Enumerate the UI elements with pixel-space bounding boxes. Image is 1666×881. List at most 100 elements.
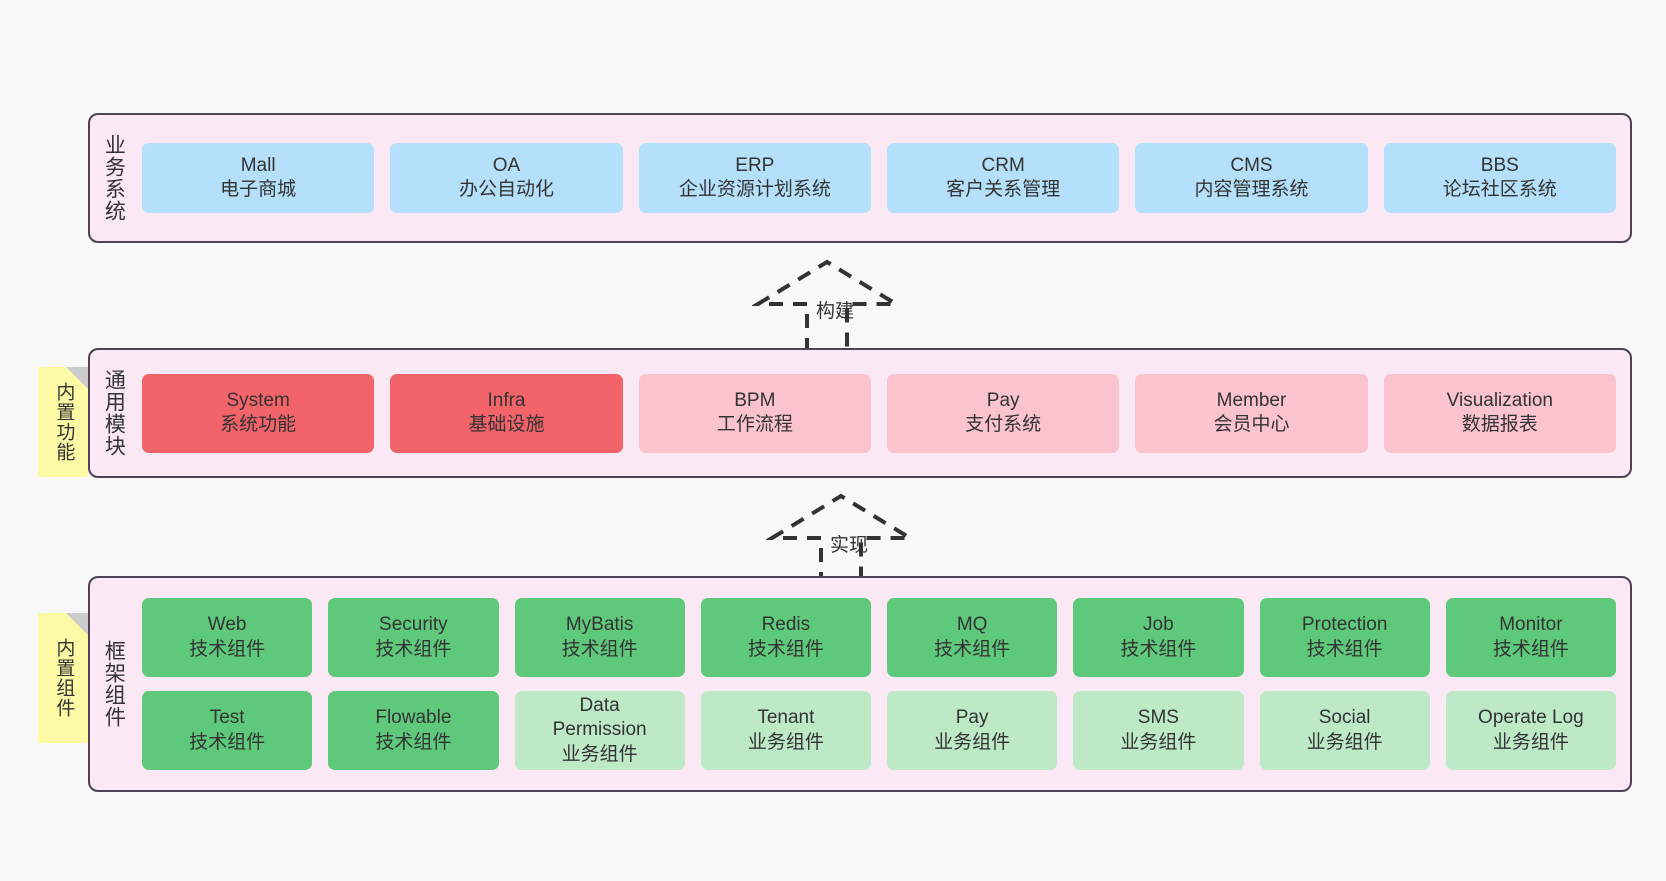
card-title: Security: [379, 614, 448, 636]
card-subtitle: 电子商城: [220, 179, 297, 200]
card-cms[interactable]: CMS 内容管理系统: [1135, 143, 1368, 213]
card-flowable[interactable]: Flowable 技术组件: [328, 691, 499, 770]
card-subtitle: 基础设施: [468, 414, 545, 435]
card-mq[interactable]: MQ 技术组件: [887, 598, 1058, 677]
card-title: Member: [1216, 389, 1287, 411]
layer-body-business-systems: Mall 电子商城 OA 办公自动化 ERP 企业资源计划系统 CRM 客户关系…: [136, 115, 1630, 241]
card-subtitle: 系统功能: [220, 414, 297, 435]
card-subtitle: 业务组件: [1120, 731, 1197, 753]
layer-framework-components: 框架组件 Web 技术组件 Security 技术组件 MyBatis 技术组件…: [88, 576, 1632, 792]
card-visualization[interactable]: Visualization 数据报表: [1383, 373, 1616, 453]
card-title: Test: [209, 707, 245, 729]
card-web[interactable]: Web 技术组件: [142, 598, 313, 677]
card-title: MQ: [956, 614, 988, 636]
layer-title-framework-components: 框架组件: [102, 640, 126, 728]
card-title: OA: [492, 154, 521, 176]
card-title: Flowable: [375, 707, 452, 729]
sticky-note-builtin-component: 内置组件: [38, 613, 88, 743]
arrow-implement-label: 实现: [830, 535, 869, 556]
card-pay-module[interactable]: Pay 支付系统: [886, 373, 1120, 453]
card-oa[interactable]: OA 办公自动化: [390, 143, 623, 213]
card-title: Data: [579, 695, 620, 717]
card-title-line2: Permission: [552, 719, 647, 741]
card-subtitle: 内容管理系统: [1194, 179, 1309, 200]
card-row: System 系统功能 Infra 基础设施 BPM 工作流程 Pay 支付系统…: [142, 373, 1616, 453]
card-system[interactable]: System 系统功能: [142, 373, 375, 453]
card-title: Infra: [487, 389, 526, 411]
card-operate-log[interactable]: Operate Log 业务组件: [1445, 691, 1616, 770]
sticky-note-label: 内置功能: [53, 382, 75, 462]
card-infra[interactable]: Infra 基础设施: [390, 373, 623, 453]
card-subtitle: 企业资源计划系统: [678, 179, 831, 200]
card-title: BPM: [734, 389, 776, 411]
card-subtitle: 技术组件: [934, 638, 1011, 660]
card-subtitle: 技术组件: [747, 638, 824, 660]
card-subtitle: 工作流程: [716, 414, 793, 435]
card-title: Social: [1318, 707, 1371, 729]
card-subtitle: 办公自动化: [458, 179, 554, 200]
card-bbs[interactable]: BBS 论坛社区系统: [1383, 143, 1616, 213]
card-crm[interactable]: CRM 客户关系管理: [886, 143, 1120, 213]
card-row: Web 技术组件 Security 技术组件 MyBatis 技术组件 Redi…: [142, 598, 1616, 677]
card-protection[interactable]: Protection 技术组件: [1259, 598, 1430, 677]
card-subtitle: 支付系统: [965, 414, 1042, 435]
card-monitor[interactable]: Monitor 技术组件: [1445, 598, 1616, 677]
card-subtitle: 业务组件: [1306, 731, 1383, 753]
card-title: SMS: [1137, 707, 1179, 729]
card-title: CRM: [981, 154, 1025, 176]
card-bpm[interactable]: BPM 工作流程: [638, 373, 871, 453]
card-title: Operate Log: [1478, 707, 1584, 729]
card-job[interactable]: Job 技术组件: [1073, 598, 1244, 677]
card-title: Protection: [1301, 614, 1388, 636]
card-subtitle: 业务组件: [934, 731, 1011, 753]
card-title: Tenant: [757, 707, 815, 729]
card-pay-component[interactable]: Pay 业务组件: [887, 691, 1058, 770]
card-title: System: [226, 389, 290, 411]
card-title: Job: [1143, 614, 1174, 636]
up-arrow-dashed-icon: [752, 259, 902, 354]
card-subtitle: 业务组件: [747, 731, 824, 753]
card-subtitle: 业务组件: [561, 743, 638, 765]
card-row: Test 技术组件 Flowable 技术组件 Data Permission …: [142, 691, 1616, 770]
card-subtitle: 技术组件: [189, 731, 266, 753]
card-subtitle: 业务组件: [1492, 731, 1569, 753]
card-subtitle: 客户关系管理: [946, 179, 1061, 200]
card-member[interactable]: Member 会员中心: [1135, 373, 1368, 453]
card-data-permission[interactable]: Data Permission 业务组件: [514, 691, 685, 770]
card-subtitle: 技术组件: [1306, 638, 1383, 660]
card-title: Monitor: [1499, 614, 1563, 636]
card-test[interactable]: Test 技术组件: [142, 691, 313, 770]
arrow-implement: 实现: [766, 492, 916, 588]
card-mall[interactable]: Mall 电子商城: [142, 143, 375, 213]
card-erp[interactable]: ERP 企业资源计划系统: [638, 143, 871, 213]
card-subtitle: 技术组件: [375, 731, 452, 753]
arrow-build: 构建: [752, 258, 902, 354]
card-title: MyBatis: [565, 614, 634, 636]
layer-body-framework-components: Web 技术组件 Security 技术组件 MyBatis 技术组件 Redi…: [136, 578, 1630, 790]
card-title: Web: [207, 614, 247, 636]
card-tenant[interactable]: Tenant 业务组件: [700, 691, 871, 770]
layer-business-systems: 业务系统 Mall 电子商城 OA 办公自动化 ERP 企业资源计划系统 CRM…: [88, 113, 1632, 243]
card-title: CMS: [1230, 154, 1273, 176]
card-security[interactable]: Security 技术组件: [328, 598, 499, 677]
card-mybatis[interactable]: MyBatis 技术组件: [514, 598, 685, 677]
card-row: Mall 电子商城 OA 办公自动化 ERP 企业资源计划系统 CRM 客户关系…: [142, 143, 1616, 213]
sticky-note-builtin-function: 内置功能: [38, 367, 88, 477]
layer-title-common-modules: 通用模块: [102, 369, 126, 457]
layer-body-common-modules: System 系统功能 Infra 基础设施 BPM 工作流程 Pay 支付系统…: [136, 350, 1630, 476]
card-sms[interactable]: SMS 业务组件: [1073, 691, 1244, 770]
card-subtitle: 论坛社区系统: [1442, 179, 1557, 200]
card-title: Pay: [986, 389, 1020, 411]
card-subtitle: 技术组件: [561, 638, 638, 660]
card-subtitle: 技术组件: [375, 638, 452, 660]
card-subtitle: 数据报表: [1461, 414, 1538, 435]
card-subtitle: 技术组件: [189, 638, 266, 660]
layer-common-modules: 通用模块 System 系统功能 Infra 基础设施 BPM 工作流程 Pay…: [88, 348, 1632, 478]
card-subtitle: 会员中心: [1213, 414, 1290, 435]
card-redis[interactable]: Redis 技术组件: [700, 598, 871, 677]
card-social[interactable]: Social 业务组件: [1259, 691, 1430, 770]
card-title: Pay: [955, 707, 989, 729]
card-title: BBS: [1480, 154, 1519, 176]
card-title: Mall: [240, 154, 276, 176]
sticky-note-label: 内置组件: [53, 638, 75, 718]
